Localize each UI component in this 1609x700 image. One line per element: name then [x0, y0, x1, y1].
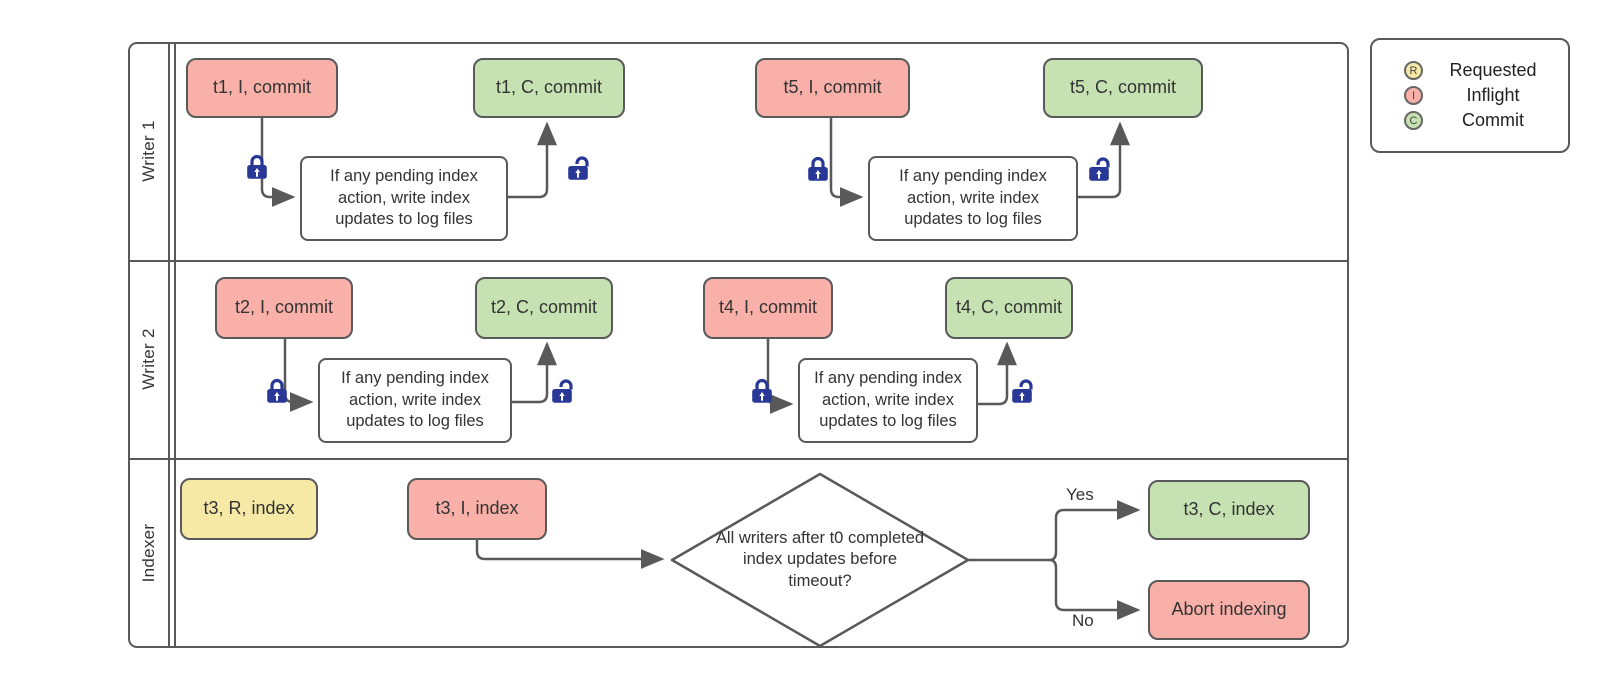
- connector-yes-branch: [1050, 500, 1141, 562]
- branch-no-label: No: [1072, 611, 1094, 630]
- connector-t3-inflight-to-decision: [475, 540, 665, 569]
- locked-icon: [247, 154, 267, 179]
- lane-label-writer-1: Writer 1: [139, 120, 158, 182]
- connector-no-branch: [1050, 558, 1141, 620]
- connector-t5-inflight-to-process: [829, 118, 864, 207]
- unlocked-icon: [1089, 157, 1110, 181]
- node-process-t4: If any pending index action, write index…: [798, 358, 978, 443]
- node-abort-indexing: Abort indexing: [1148, 580, 1310, 640]
- legend-label-commit: Commit: [1462, 110, 1524, 130]
- node-t1-commit: t1, C, commit: [473, 58, 625, 118]
- lane-label-writer-2: Writer 2: [139, 328, 158, 390]
- locked-icon: [752, 378, 772, 403]
- swimlane-pool: [128, 42, 1349, 648]
- node-process-t1: If any pending index action, write index…: [300, 156, 508, 241]
- lane-header-divider: [168, 42, 170, 648]
- node-t2-commit: t2, C, commit: [475, 277, 613, 339]
- connector-process-to-t2-commit: [512, 341, 557, 404]
- unlocked-icon: [1012, 379, 1033, 403]
- inflight-badge-icon: I: [1404, 86, 1423, 105]
- unlocked-icon: [552, 379, 573, 403]
- lane-separator-2: [128, 458, 1349, 460]
- decision-label: All writers after t0 completed index upd…: [715, 528, 925, 590]
- connector-process-to-t4-commit: [978, 341, 1017, 406]
- connector-process-to-t1-commit: [508, 121, 557, 199]
- connector-process-to-t5-commit: [1078, 121, 1130, 199]
- legend-item-commit: C Commit: [1404, 110, 1558, 131]
- locked-icon: [808, 156, 828, 181]
- node-t4-commit: t4, C, commit: [945, 277, 1073, 339]
- node-process-t5: If any pending index action, write index…: [868, 156, 1078, 241]
- legend: R Requested I Inflight C Commit: [1370, 38, 1570, 153]
- node-t5-inflight: t5, I, commit: [755, 58, 910, 118]
- lane-header-divider-inner: [174, 42, 176, 648]
- lane-separator-1: [128, 260, 1349, 262]
- node-t3-commit: t3, C, index: [1148, 480, 1310, 540]
- commit-badge-icon: C: [1404, 111, 1423, 130]
- node-t2-inflight: t2, I, commit: [215, 277, 353, 339]
- node-t3-requested: t3, R, index: [180, 478, 318, 540]
- legend-label-requested: Requested: [1449, 60, 1537, 80]
- unlocked-icon: [568, 156, 589, 180]
- node-t4-inflight: t4, I, commit: [703, 277, 833, 339]
- node-t5-commit: t5, C, commit: [1043, 58, 1203, 118]
- legend-item-requested: R Requested: [1404, 60, 1558, 81]
- node-process-t2: If any pending index action, write index…: [318, 358, 512, 443]
- branch-yes-label: Yes: [1066, 485, 1094, 504]
- node-t1-inflight: t1, I, commit: [186, 58, 338, 118]
- decision-diamond: [670, 472, 970, 648]
- locked-icon: [267, 378, 287, 403]
- legend-label-inflight: Inflight: [1466, 85, 1520, 105]
- lane-label-indexer: Indexer: [139, 523, 158, 583]
- legend-item-inflight: I Inflight: [1404, 85, 1558, 106]
- node-t3-inflight: t3, I, index: [407, 478, 547, 540]
- requested-badge-icon: R: [1404, 61, 1423, 80]
- connector-t1-inflight-to-process: [260, 118, 296, 207]
